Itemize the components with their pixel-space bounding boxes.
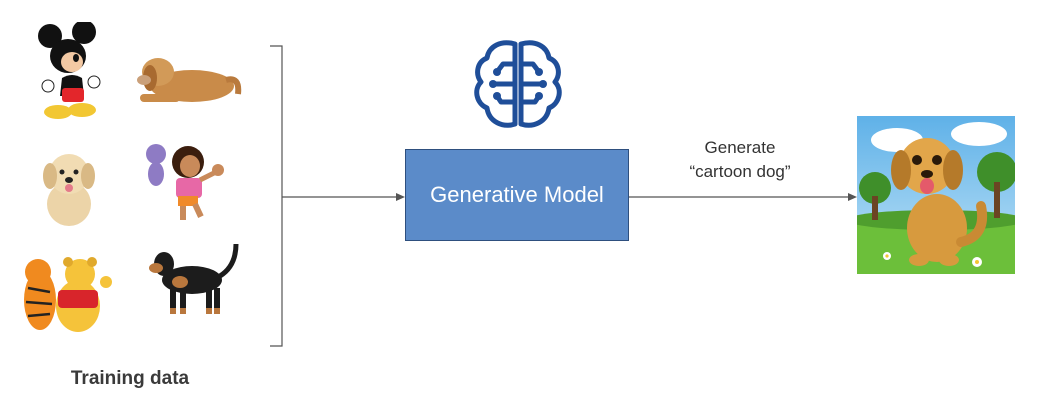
tigger-pooh-image: [18, 252, 114, 338]
generative-model-label: Generative Model: [430, 182, 604, 207]
generative-model-box: Generative Model: [405, 149, 629, 241]
generate-label-line1: Generate: [704, 138, 776, 157]
input-arrowhead: [396, 193, 405, 201]
dora-boots-image: [136, 140, 228, 226]
black-dog-image: [144, 240, 244, 324]
generate-prompt-label: Generate “cartoon dog”: [650, 136, 830, 184]
training-bracket: [270, 45, 283, 347]
training-data-caption: Training data: [70, 368, 190, 389]
puppy-image: [38, 146, 100, 228]
mickey-mouse-image: [36, 22, 106, 122]
generate-label-line2: “cartoon dog”: [689, 162, 791, 181]
generated-cartoon-dog-image: [857, 116, 1015, 274]
output-arrowhead: [848, 193, 857, 201]
lying-dog-image: [130, 48, 242, 108]
brain-circuit-icon: [474, 40, 562, 128]
